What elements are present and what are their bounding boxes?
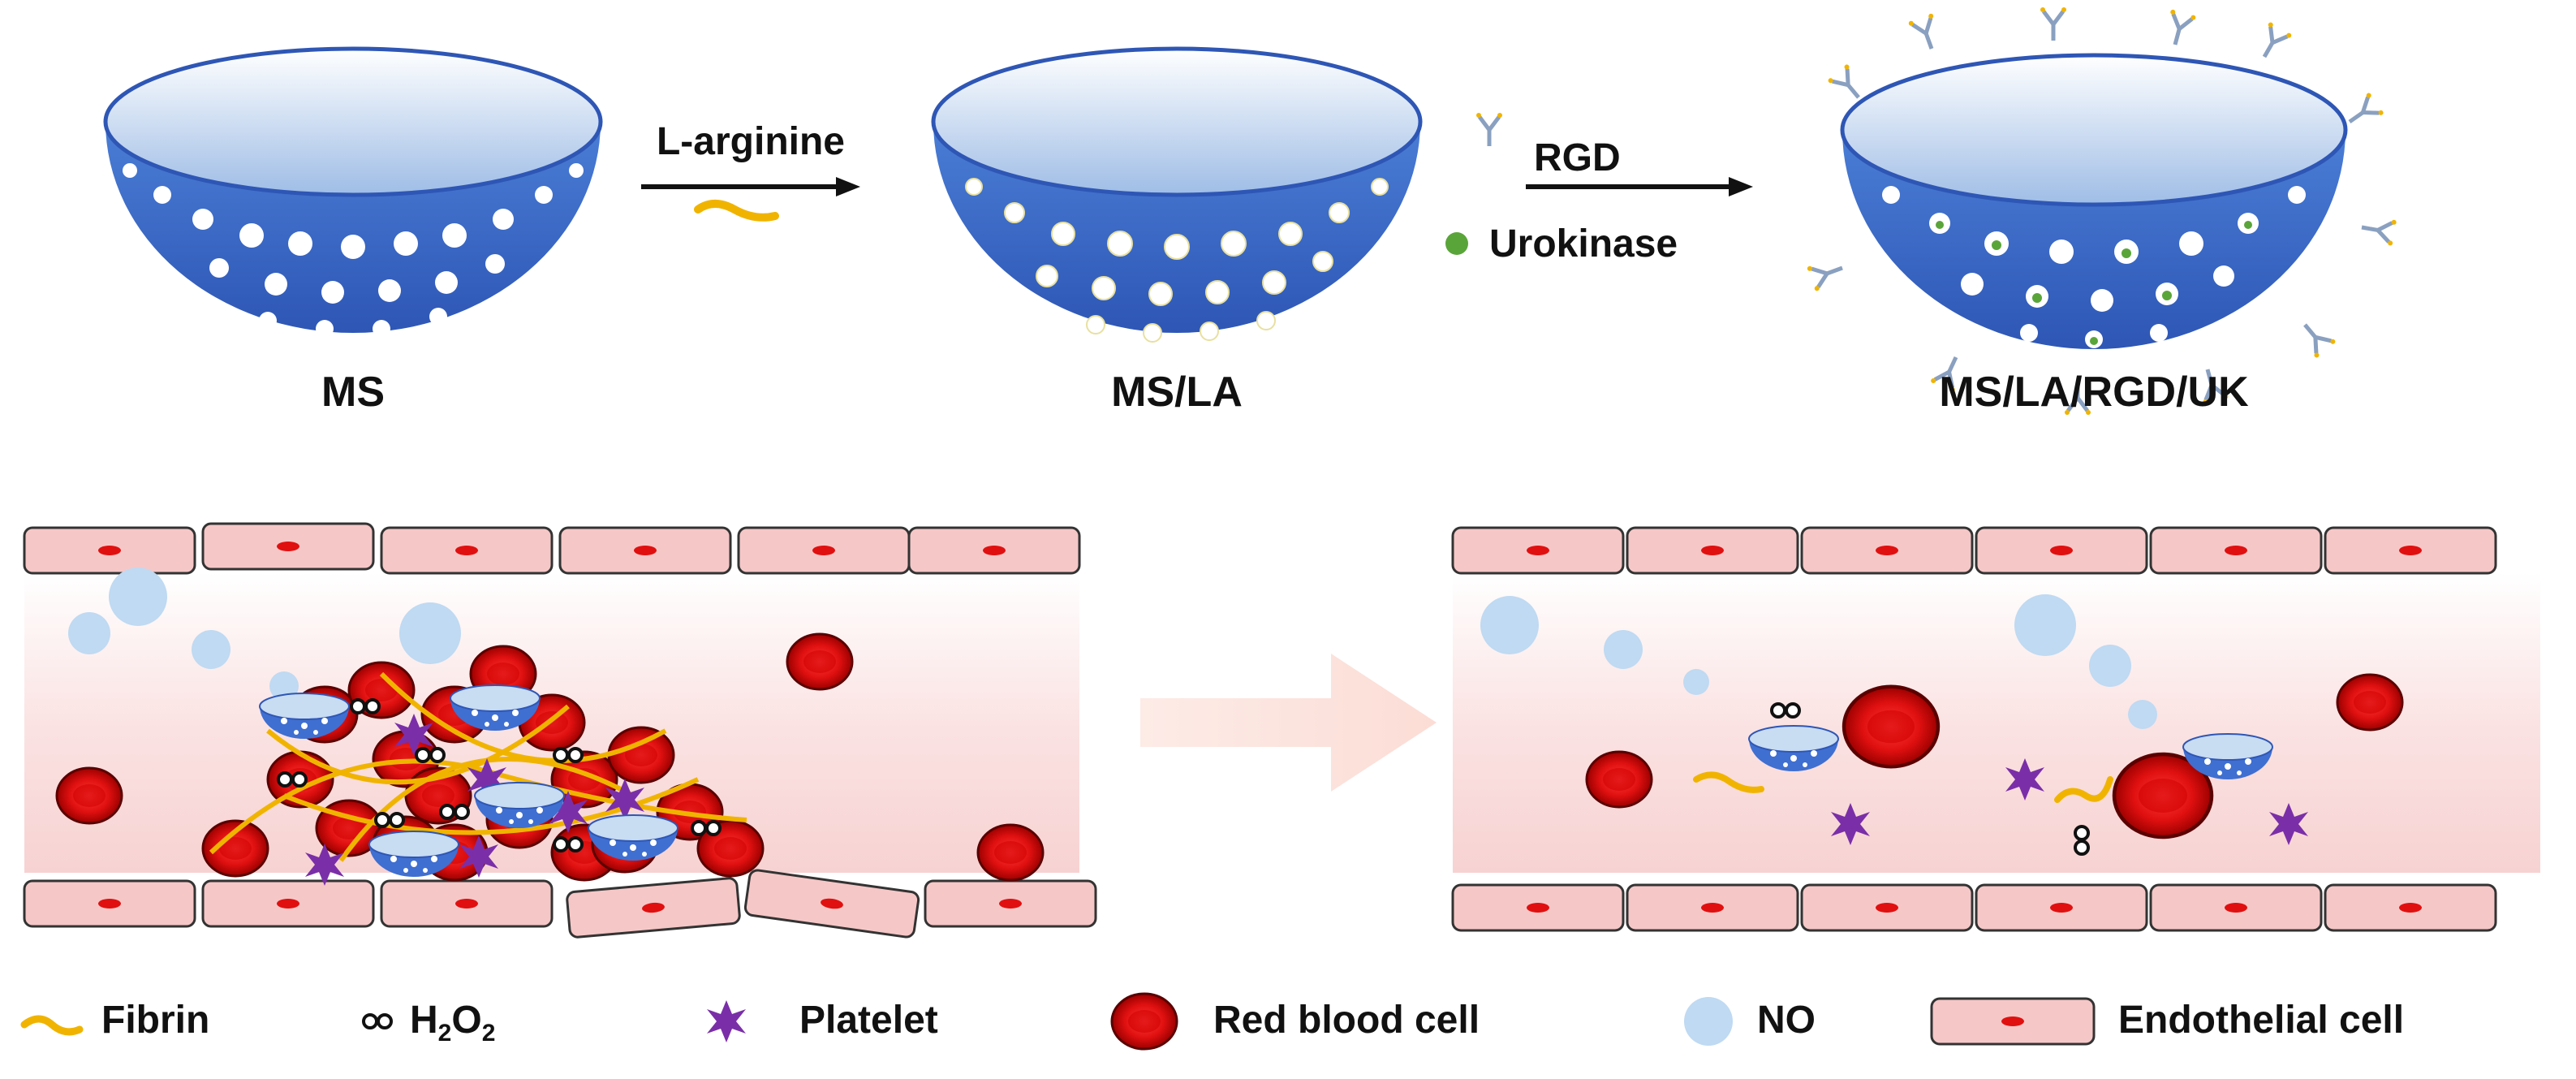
stage-label-ms: MS — [321, 369, 385, 416]
arrow-step-1 — [641, 177, 860, 222]
ms-la-hemisphere — [931, 46, 1423, 343]
legend-rbc: Red blood cell — [1213, 999, 1480, 1042]
vessel-right — [1451, 526, 2540, 932]
ms-la-rgd-uk-hemisphere — [1807, 7, 2397, 415]
platelet-icon — [707, 1000, 746, 1042]
step1-label: L-arginine — [657, 120, 845, 163]
transition-arrow — [1140, 654, 1437, 792]
vessel-left — [23, 522, 1097, 939]
stage-label-ms-la: MS/LA — [1111, 369, 1243, 416]
fibrin-icon — [20, 1015, 84, 1036]
endothelial-cell-icon — [1930, 997, 2096, 1046]
l-arginine-icon — [694, 200, 779, 222]
red-blood-cell-icon — [1110, 992, 1178, 1051]
step2-label-rgd: RGD — [1534, 136, 1621, 179]
thrombus — [201, 645, 765, 886]
h2o2-icon — [362, 1013, 393, 1029]
legend-fibrin: Fibrin — [101, 999, 209, 1042]
urokinase-icon — [1445, 232, 1468, 255]
no-icon — [1684, 997, 1733, 1046]
arrow-step-2 — [1445, 113, 1753, 255]
legend-endothelial: Endothelial cell — [2118, 999, 2404, 1042]
legend-no: NO — [1757, 999, 1816, 1042]
legend-platelet: Platelet — [799, 999, 938, 1042]
stage-label-ms-la-rgd-uk: MS/LA/RGD/UK — [1939, 369, 2249, 416]
step2-label-urokinase: Urokinase — [1489, 222, 1678, 265]
ms-hemisphere — [103, 46, 603, 338]
rgd-icon — [1476, 113, 1502, 146]
legend: Fibrin H2O2 Platelet Red blood cell NO E… — [20, 992, 2404, 1051]
legend-h2o2: H2O2 — [410, 999, 495, 1047]
